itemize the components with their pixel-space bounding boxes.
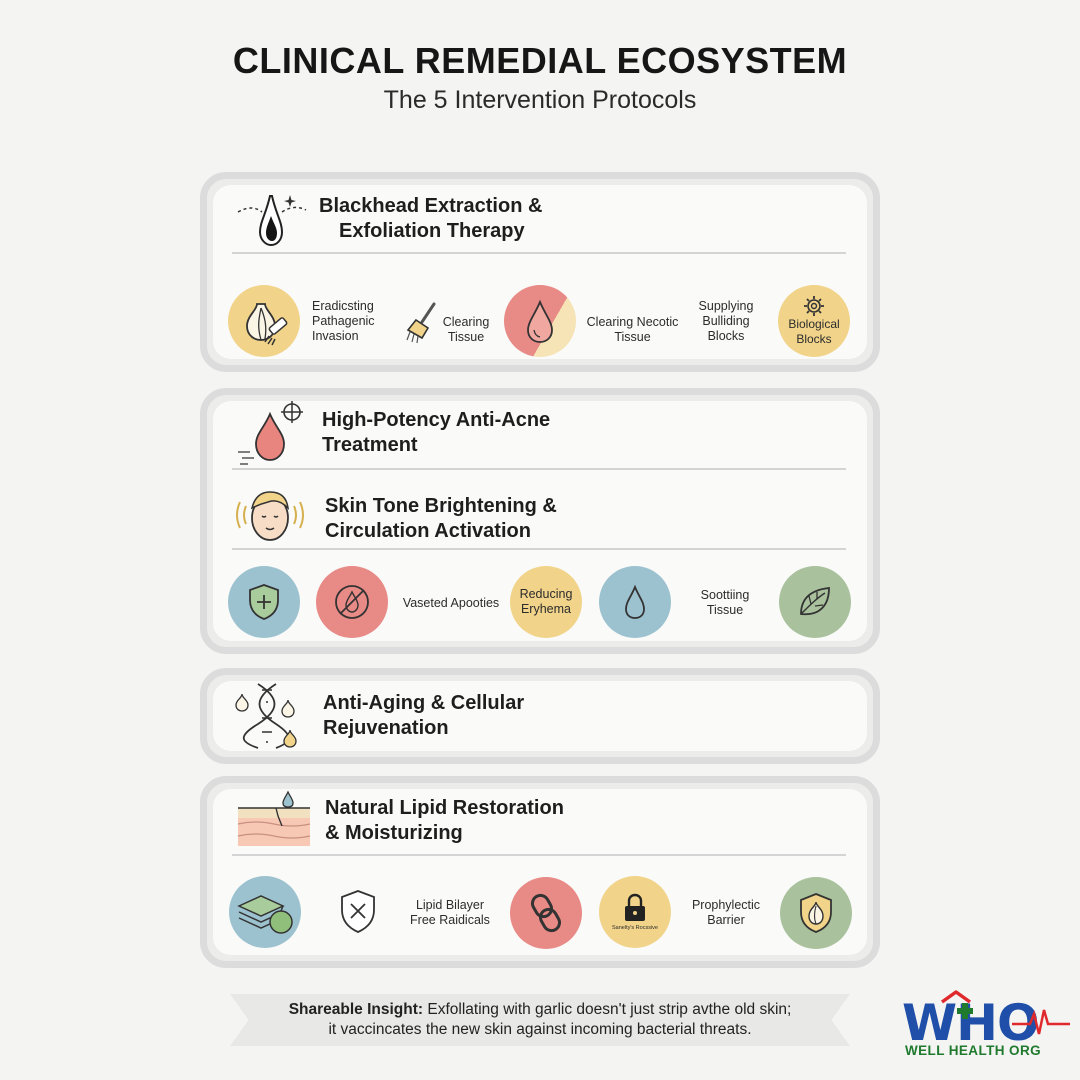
garlic-shield-circle	[780, 877, 852, 949]
section-title-anti-aging: Anti-Aging & Cellular Rejuvenation	[323, 692, 525, 739]
leaf-icon	[800, 586, 830, 616]
label-biological-blocks: Biological Blocks	[788, 317, 840, 346]
section-title-blackhead: Blackhead Extraction & Exfoliation Thera…	[319, 195, 543, 242]
lipid-layers-icon	[237, 895, 293, 934]
droplet-icon	[527, 299, 553, 343]
label-clearing-tissue: Clearing Tissue	[442, 315, 490, 344]
panel-inner	[213, 681, 867, 751]
well-health-logo: WHO	[902, 990, 1070, 1052]
garlic-shield-icon	[800, 893, 832, 933]
blackhead-pore-icon	[237, 195, 307, 247]
label-prophylactic-barrier: Prophylectic Barrier	[691, 898, 761, 927]
label-eradicating-invasion: Eradicsting Pathagenic Invasion	[312, 299, 375, 343]
page-subtitle: The 5 Intervention Protocols	[383, 86, 697, 114]
no-bacteria-circle	[316, 566, 388, 638]
garlic-applicator-circle	[228, 285, 300, 357]
dna-garlic-icon	[235, 683, 297, 749]
label-vaseted-apooties: Vaseted Apooties	[402, 596, 500, 610]
shield-cross-icon	[341, 890, 375, 933]
chain-link-circle	[510, 877, 582, 949]
section-divider	[232, 252, 846, 254]
lipid-layers-circle	[229, 876, 301, 948]
label-clearing-necrotic-tissue: Clearing Necotic Tissue	[586, 315, 679, 344]
water-drop-icon	[625, 584, 645, 619]
section-title-anti-acne: High-Potency Anti-Acne Treatment	[322, 409, 551, 456]
page-title: CLINICAL REMEDIAL ECOSYSTEM	[232, 40, 848, 81]
insight-text: Shareable Insight: Exfollating with garl…	[288, 1001, 792, 1038]
section-divider	[232, 548, 846, 550]
section-title-lipid: Natural Lipid Restoration & Moisturizing	[325, 797, 564, 844]
label-padlock: Sanelty's Rocssive	[612, 924, 658, 931]
biological-blocks-circle: Biological Blocks	[778, 285, 850, 357]
padlock-circle: Sanelty's Rocssive	[599, 876, 671, 948]
padlock-icon	[625, 893, 645, 921]
panel-anti-aging	[200, 668, 880, 764]
reducing-erythema-circle: Reducing Eryhema	[510, 566, 582, 638]
gear-icon	[804, 296, 824, 316]
section-title-skin-tone: Skin Tone Brightening & Circulation Acti…	[325, 495, 557, 542]
skin-layer-icon	[237, 790, 311, 846]
label-supplying-building-blocks: Supplying Bulliding Blocks	[698, 299, 754, 343]
leaf-circle	[779, 566, 851, 638]
shield-plus-icon	[249, 584, 279, 620]
glowing-face-icon	[236, 491, 304, 541]
necrotic-droplet-circle	[504, 285, 576, 357]
label-reducing-erythema: Reducing Eryhema	[519, 587, 573, 616]
section-divider	[232, 854, 846, 856]
shield-plus-circle	[228, 566, 300, 638]
section-divider	[232, 468, 846, 470]
garlic-icon	[246, 303, 288, 346]
water-drop-circle	[599, 566, 671, 638]
acne-droplet-icon	[238, 401, 303, 465]
insight-label: Shareable Insight:	[288, 1001, 424, 1018]
brush-icon	[406, 302, 436, 344]
label-soothing-tissue: Soottiing Tissue	[700, 588, 750, 617]
prohibited-germ-icon	[335, 585, 369, 619]
logo-subtitle: WELL HEALTH ORG	[905, 1043, 1041, 1058]
insight-banner	[230, 994, 850, 1046]
label-lipid-bilayer-free-radicals: Lipid Bilayer Free Raidicals	[410, 898, 490, 927]
chain-link-icon	[531, 893, 561, 933]
